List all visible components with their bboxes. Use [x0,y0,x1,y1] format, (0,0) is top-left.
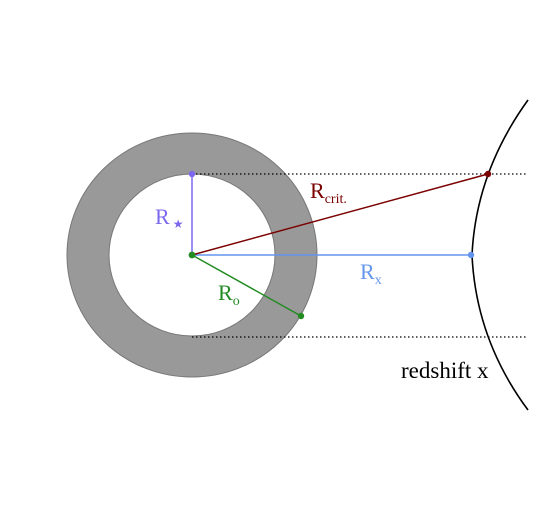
r-x-endpoint [467,251,475,259]
r-o-main: R [218,280,233,305]
r-o-line [191,254,302,317]
r-o-endpoint [297,312,305,320]
r-o-label: Ro [218,280,240,309]
r-star-endpoint [188,170,196,178]
center-point [188,251,196,259]
redshift-label: redshift x [401,358,489,383]
r-star-label: R★ [155,204,183,231]
r-x-sub: x [375,273,382,288]
r-crit-sub: crit. [325,192,347,207]
r-star-sub: ★ [173,217,184,231]
r-crit-endpoint [484,170,492,178]
r-crit-label: Rcrit. [310,178,347,207]
r-crit-main: R [310,178,325,203]
r-star-main: R [155,204,170,229]
r-crit-line [191,173,489,256]
r-x-label: Rx [360,259,382,288]
r-x-main: R [360,259,375,284]
r-o-sub: o [233,294,240,309]
